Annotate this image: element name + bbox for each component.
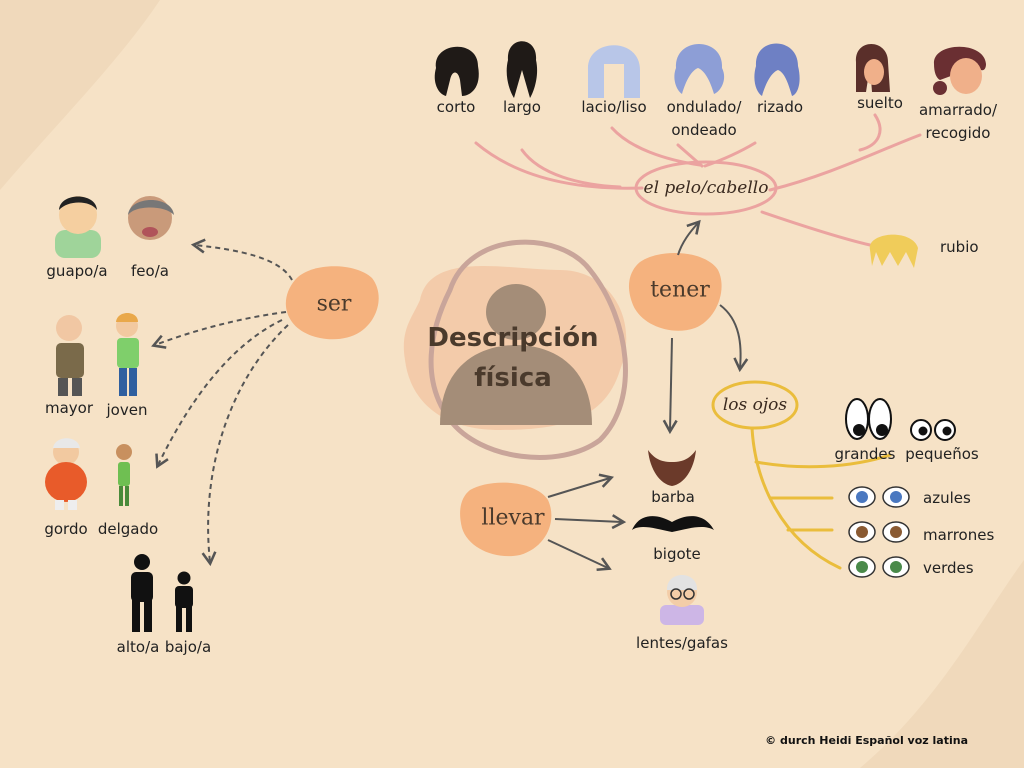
verdes-eyes-icon	[848, 556, 910, 578]
credit-text: © durch Heidi Español voz latina	[765, 734, 968, 747]
center-graphic	[403, 239, 628, 460]
arrow-ser-mayor	[151, 311, 287, 349]
label-marrones: marrones	[923, 526, 995, 544]
label-azules: azules	[923, 489, 971, 507]
label-barba: barba	[651, 488, 695, 506]
arrow-tener-barba	[662, 337, 678, 435]
bigote-icon	[632, 516, 714, 532]
label-bajo: bajo/a	[164, 638, 212, 656]
label-bigote: bigote	[653, 545, 701, 563]
verb-llevar: llevar	[481, 505, 545, 531]
label-feo: feo/a	[131, 262, 169, 280]
node-ojos: los ojos	[722, 395, 788, 415]
pequenos-eyes-icon	[910, 419, 956, 441]
eye-branches	[750, 426, 892, 570]
silhouette-body-icon	[440, 345, 592, 425]
joven-icon	[116, 313, 139, 396]
arrow-llevar-lentes	[547, 539, 612, 572]
hair-branch-rizado	[703, 141, 757, 168]
ser-blob	[285, 266, 379, 340]
label-corto: corto	[436, 98, 476, 116]
mayor-icon	[56, 315, 84, 396]
arrow-tener-ojos	[719, 304, 749, 373]
title-line-2: física	[474, 363, 552, 393]
label-guapo: guapo/a	[46, 262, 108, 280]
feo-icon	[128, 196, 174, 240]
largo-hair-icon	[506, 41, 538, 98]
amarrado-hair-icon	[933, 46, 986, 95]
label-suelto: suelto	[857, 94, 903, 112]
label-largo: largo	[503, 98, 541, 116]
label-amarrado-1: amarrado/	[918, 101, 998, 119]
label-lacio: lacio/liso	[581, 98, 647, 116]
label-ondulado-2: ondeado	[671, 121, 737, 139]
title-line-1: Descripción	[427, 323, 599, 353]
verb-ser: ser	[316, 291, 352, 317]
arrow-llevar-bigote	[554, 514, 627, 530]
arrow-ser-gordo	[155, 319, 283, 469]
label-gordo: gordo	[44, 520, 88, 538]
tener-arrows	[662, 219, 749, 435]
center-outline	[428, 239, 628, 460]
silhouette-head-icon	[486, 284, 546, 340]
gordo-icon	[45, 438, 87, 510]
delgado-icon	[116, 444, 132, 506]
alto-icon	[131, 554, 153, 632]
bg-corner-top-left	[0, 0, 160, 190]
corto-hair-icon	[434, 46, 479, 96]
hair-branch-main	[474, 141, 644, 190]
marrones-eyes-icon	[848, 521, 910, 543]
hair-branch-largo	[520, 148, 622, 189]
pelo-node-oval	[634, 160, 778, 216]
eye-branch-main	[750, 426, 842, 570]
eye-branch-size	[754, 453, 892, 469]
ondulado-hair-icon	[674, 44, 725, 94]
arrow-ser-guapo	[190, 238, 293, 281]
label-lentes: lentes/gafas	[636, 634, 728, 652]
bg-corner-bottom-right	[860, 560, 1024, 768]
bajo-icon	[175, 571, 193, 632]
llevar-arrows	[547, 473, 627, 572]
lacio-hair-icon	[587, 45, 640, 98]
label-rubio: rubio	[940, 238, 979, 256]
arrow-llevar-barba	[547, 473, 614, 498]
label-amarrado-2: recogido	[925, 124, 991, 142]
hair-branch-suelto	[858, 113, 882, 152]
lentes-icon	[660, 575, 704, 625]
suelto-hair-icon	[855, 44, 890, 92]
arrow-tener-pelo	[677, 219, 701, 256]
guapo-icon	[55, 196, 101, 258]
label-joven: joven	[106, 401, 148, 419]
label-grandes: grandes	[834, 445, 896, 463]
hair-branch-rubio	[760, 210, 872, 247]
rubio-hair-icon	[869, 234, 918, 268]
arrow-ser-alto	[201, 324, 289, 567]
hair-branch-right	[768, 133, 922, 192]
node-pelo: el pelo/cabello	[643, 178, 769, 198]
label-delgado: delgado	[97, 520, 159, 538]
ser-arrows	[151, 238, 293, 567]
label-rizado: rizado	[756, 98, 804, 116]
label-pequenos: pequeños	[905, 445, 979, 463]
label-ondulado-1: ondulado/	[666, 98, 742, 116]
label-alto: alto/a	[116, 638, 160, 656]
llevar-blob	[460, 482, 552, 557]
label-mayor: mayor	[44, 399, 94, 417]
barba-icon	[648, 450, 696, 486]
ojos-node-oval	[711, 380, 799, 430]
rizado-hair-icon	[754, 43, 800, 96]
grandes-eyes-icon	[845, 398, 892, 440]
verb-tener: tener	[650, 277, 710, 303]
tener-blob	[628, 252, 722, 331]
page-title: Descripción física	[413, 318, 613, 398]
azules-eyes-icon	[848, 486, 910, 508]
label-verdes: verdes	[923, 559, 974, 577]
